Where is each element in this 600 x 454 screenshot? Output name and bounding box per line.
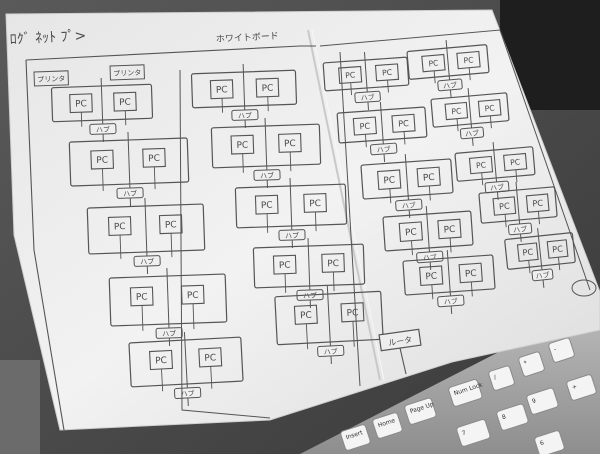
hub-label: ハブ <box>376 144 391 154</box>
hub-box: ハブ <box>279 230 305 241</box>
hub-box: ハブ <box>317 345 343 356</box>
pc-label: PC <box>165 220 177 230</box>
pc-label: PC <box>327 259 339 269</box>
hub-box: ハブ <box>134 256 160 267</box>
hub-box: ハブ <box>532 269 553 281</box>
pc-label: PC <box>148 154 160 164</box>
pc-label: PC <box>216 85 228 95</box>
hub-box: ハブ <box>355 91 381 103</box>
pc-label: PC <box>284 139 296 149</box>
pc-label: PC <box>119 98 131 108</box>
pc-label: PC <box>522 247 534 258</box>
pc-label: PC <box>300 311 312 322</box>
pc-label: PC <box>476 160 487 170</box>
pc-label: PC <box>463 55 474 65</box>
pc-label: PC <box>443 225 455 236</box>
pc-label: PC <box>484 103 495 113</box>
pc-label: PC <box>428 58 439 68</box>
hub-box: ハブ <box>508 223 532 235</box>
hub-box: ハブ <box>437 295 464 307</box>
hub-label: ハブ <box>402 200 417 210</box>
pc-label: PC <box>532 198 544 209</box>
pc-label: PC <box>398 118 410 129</box>
pc-label: PC <box>510 157 521 167</box>
pc-label: PC <box>309 199 321 209</box>
hub-box: ハブ <box>395 199 422 211</box>
printer-label: プリンタ <box>37 74 65 84</box>
hub-label: ハブ <box>180 389 194 399</box>
pc-label: PC <box>552 243 564 254</box>
hub-label: ハブ <box>285 231 299 240</box>
pc-label: PC <box>345 70 356 80</box>
pc-label: PC <box>204 353 216 364</box>
hub-box: ハブ <box>254 170 280 181</box>
pc-label: PC <box>136 293 148 303</box>
pc-label: PC <box>451 106 462 116</box>
hub-label: ハブ <box>96 125 110 134</box>
hub-label: ハブ <box>140 257 154 266</box>
hub-label: ハブ <box>513 224 528 234</box>
hub-label: ハブ <box>162 329 176 338</box>
printer-label: プリンタ <box>113 68 141 78</box>
pc-label: PC <box>423 173 435 184</box>
pc-label: PC <box>96 156 108 166</box>
hub-box: ハブ <box>370 143 397 155</box>
hub-box: ハブ <box>460 127 484 139</box>
hub-box: ハブ <box>232 110 258 121</box>
hub-box: ハブ <box>438 79 463 91</box>
pc-label: PC <box>382 68 393 78</box>
hub-label: ハブ <box>465 128 480 138</box>
hub-label: ハブ <box>535 270 550 280</box>
pc-label: PC <box>261 201 273 211</box>
hub-box: ハブ <box>90 124 116 135</box>
hub-label: ハブ <box>260 171 274 180</box>
hub-box: ハブ <box>156 328 182 339</box>
hub-label: ハブ <box>324 347 338 357</box>
pc-label: PC <box>359 121 371 132</box>
pc-label: PC <box>187 291 199 301</box>
pc-label: PC <box>236 141 248 151</box>
hub-box: ハブ <box>117 188 143 199</box>
hub-label: ハブ <box>123 189 137 198</box>
pc-label: PC <box>261 84 273 94</box>
hub-label: ハブ <box>444 296 459 306</box>
pc-label: PC <box>155 356 167 367</box>
hub-box: ハブ <box>174 387 200 398</box>
hub-label: ハブ <box>423 252 438 262</box>
pc-label: PC <box>405 228 417 239</box>
pc-label: PC <box>499 201 511 212</box>
pc-label: PC <box>279 261 291 271</box>
pc-label: PC <box>75 99 87 109</box>
hub-label: ハブ <box>360 92 375 102</box>
hub-label: ハブ <box>443 80 458 90</box>
pc-label: PC <box>114 222 126 232</box>
hub-label: ハブ <box>238 111 252 120</box>
left-frame <box>0 360 40 454</box>
pc-label: PC <box>383 176 395 187</box>
hub-box: ハブ <box>416 251 443 263</box>
pc-label: PC <box>346 308 358 319</box>
pc-label: PC <box>465 269 477 280</box>
pc-label: PC <box>425 272 437 283</box>
